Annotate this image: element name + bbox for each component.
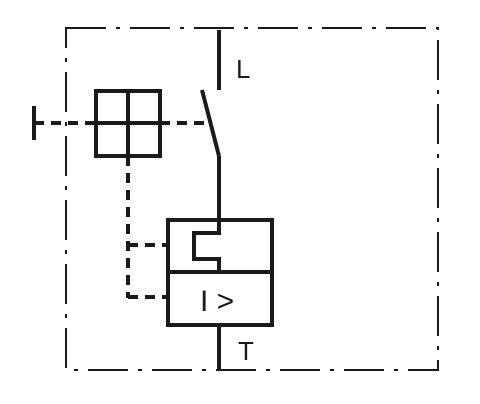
enclosure-border [65, 27, 439, 371]
latch-mechanism [94, 89, 162, 158]
terminal-label-top: L [236, 54, 250, 84]
relay-trip-label: I > [200, 285, 234, 318]
overcurrent-relay [166, 218, 274, 327]
switch-contact [200, 89, 221, 157]
terminal-label-bottom: T [238, 336, 254, 366]
